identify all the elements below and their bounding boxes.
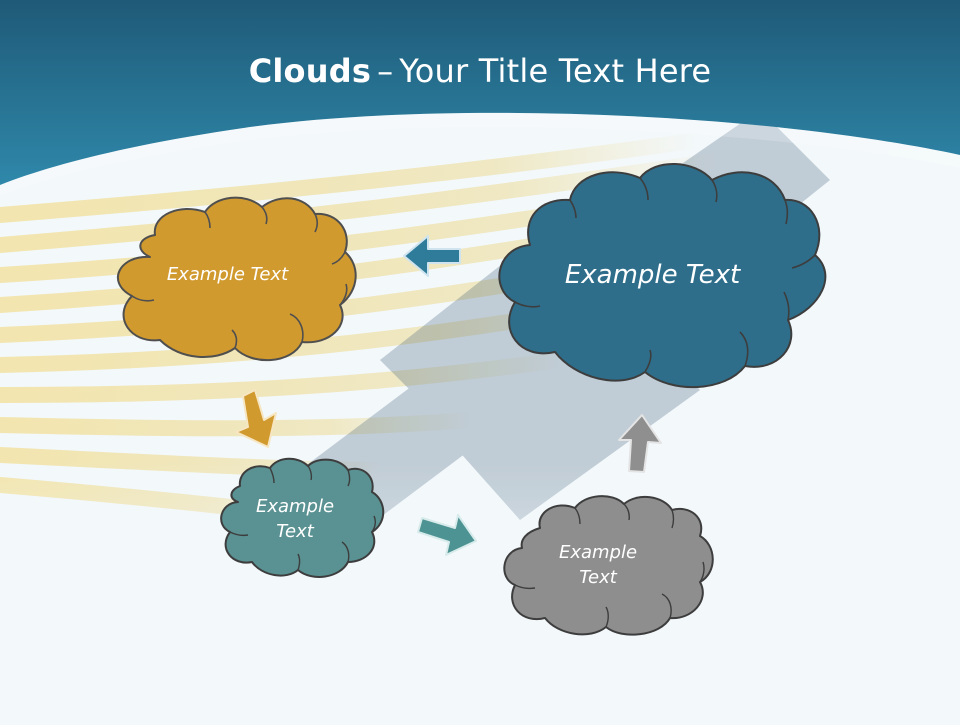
- cloud-top-left: [117, 196, 357, 361]
- cloud-bottom-right: [503, 495, 714, 636]
- cloud-bottom-left: [220, 457, 385, 578]
- cloud-top-right-label: Example Text: [564, 259, 741, 290]
- arrow-right: [417, 514, 477, 556]
- arrow-down: [235, 389, 277, 448]
- title-bold: Clouds: [248, 52, 372, 90]
- arrow-left: [403, 235, 461, 277]
- cloud-top-right: [498, 163, 827, 389]
- arrow-up: [618, 414, 662, 473]
- cloud-top-left-label: Example Text: [166, 264, 289, 286]
- title-dash: –: [377, 52, 394, 90]
- cable-photo: [0, 110, 960, 720]
- header-highlight: [0, 112, 960, 196]
- page-title: Clouds–Your Title Text Here: [0, 52, 960, 90]
- cloud-bottom-left-label: Example Text: [255, 495, 335, 542]
- title-rest: Your Title Text Here: [399, 52, 712, 90]
- header-band: [0, 0, 960, 185]
- cloud-bottom-right-label: Example Text: [558, 541, 638, 588]
